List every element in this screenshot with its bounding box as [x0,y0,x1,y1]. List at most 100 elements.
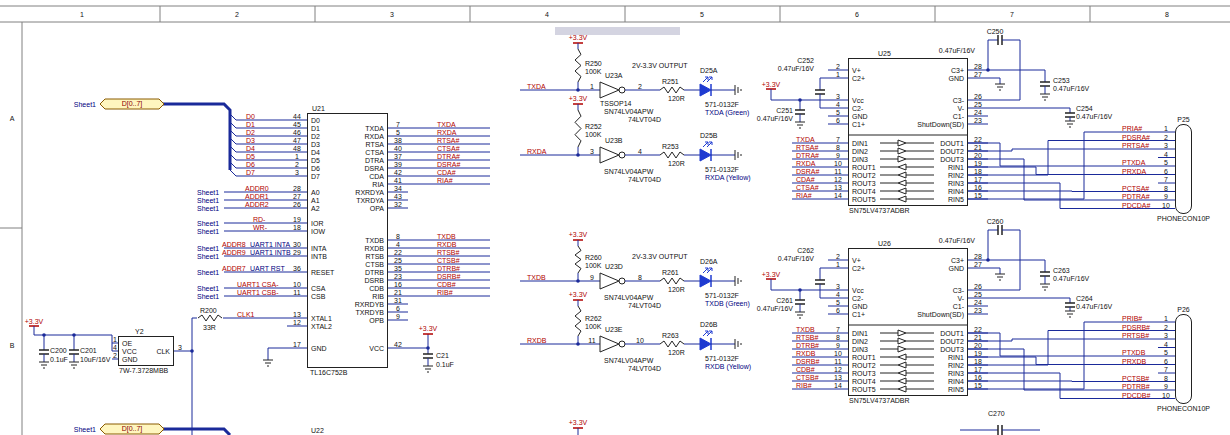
ground-symbol [71,365,77,366]
schematic-label: 7 [836,136,840,143]
inverter-bubble [619,152,625,158]
signal-wire [968,132,1175,199]
signal-wire [174,318,307,351]
wire [520,281,600,282]
wire [224,248,307,249]
capacitor-symbol [69,349,79,351]
ground-symbol [795,312,805,313]
schematic-label: D7 [311,173,320,180]
ground-symbol [267,366,269,367]
schematic-label: 23 [394,273,402,280]
schematic-label: 13 [293,311,301,318]
schematic-label: 1 [836,261,840,268]
wire [711,344,735,345]
schematic-label: RXRDYB [355,301,384,308]
schematic-label: 2 [1164,323,1168,330]
schematic-label: R262 [585,315,602,322]
schematic-label: 0.47uF/16V [1053,85,1089,92]
inverter-symbol [600,273,619,289]
led-emission [707,142,712,147]
schematic-label: 120R [668,286,685,293]
schematic-label: 9 [590,274,594,281]
schematic-label: VCC [369,345,384,352]
schematic-label: U23A [605,72,623,79]
schematic-label: 3 [390,11,394,18]
schematic-label: DIN1 [852,140,868,147]
schematic-label: 25 [394,257,402,264]
led-symbol [700,275,711,287]
schematic-label: C264 [1076,295,1093,302]
capacitor-symbol [815,279,825,281]
ground-symbol [741,280,742,282]
schematic-label: 7 [1164,176,1168,183]
internal-line [880,333,898,334]
schematic-label: 22 [974,136,982,143]
driver-symbol [898,148,906,154]
ground-symbol [265,363,271,364]
internal-line [880,341,898,342]
internal-line [906,167,934,168]
internal-line [906,341,934,342]
schematic-label: 19 [974,350,982,357]
ground-symbol [995,274,1005,275]
part-number: 7W-7.3728MBB [119,367,168,374]
ground-symbol [797,315,803,316]
schematic-label: R253 [662,143,679,150]
schematic-label: RXDA (Yellow) [705,174,751,181]
schematic-label: TXRDYA [356,197,384,204]
led-emission [707,268,712,273]
wire [792,159,848,160]
wire [578,43,579,49]
schematic-label: 8 [1164,374,1168,381]
capacitor-symbol [1040,271,1050,273]
schematic-label: R252 [585,122,602,129]
schematic-label: R260 [585,253,602,260]
schematic-label: D1 [246,121,255,128]
pin-line [1158,373,1175,374]
wire [625,281,660,282]
schematic-label: C2+ [852,75,865,82]
capacitor-symbol [997,425,999,435]
pin-line [828,260,848,261]
internal-line [906,389,934,390]
net-label: PCTSB# [1122,374,1149,381]
schematic-label: C1+ [852,121,865,128]
wire [388,280,490,281]
schematic-label: 25 [974,101,982,108]
schematic-label: 0.1uF [50,356,68,363]
schematic-label: ADDR9 [222,249,246,256]
schematic-label: C252 [797,57,814,64]
ground-symbol [999,280,1001,281]
schematic-label: 8 [1164,184,1168,191]
schematic-label: 0.47uF/16V [757,115,793,122]
schematic-label: RXDB [365,245,384,252]
resistor-symbol [575,306,581,336]
schematic-label: C3- [953,97,964,104]
inverter-bubble [619,278,625,284]
led-emission [705,77,708,80]
wire [236,120,307,121]
led-emission [705,268,708,271]
schematic-label: CTSB# [796,374,819,381]
schematic-label: C3+ [951,257,964,264]
schematic-label: 37 [394,153,402,160]
schematic-label: C1- [953,113,964,120]
net-label: PRTSB# [1122,332,1149,339]
schematic-label: D5 [311,157,320,164]
schematic-label: 3 [836,283,840,290]
schematic-label: RIN4 [948,378,964,385]
flag-outline [100,99,164,109]
internal-line [880,199,898,200]
schematic-label: SN74LV04APW [604,357,653,364]
inverter-symbol [600,82,619,98]
ground-symbol [795,122,805,123]
schematic-label: 19 [974,160,982,167]
schematic-label: RXDB [437,241,456,248]
schematic-label: RTSA# [437,137,459,144]
schematic-label: 8 [638,274,642,281]
schematic-label: U23D [605,263,623,270]
schematic-label: SN74LV04APW [604,294,653,301]
schematic-label: DTRA [365,157,384,164]
